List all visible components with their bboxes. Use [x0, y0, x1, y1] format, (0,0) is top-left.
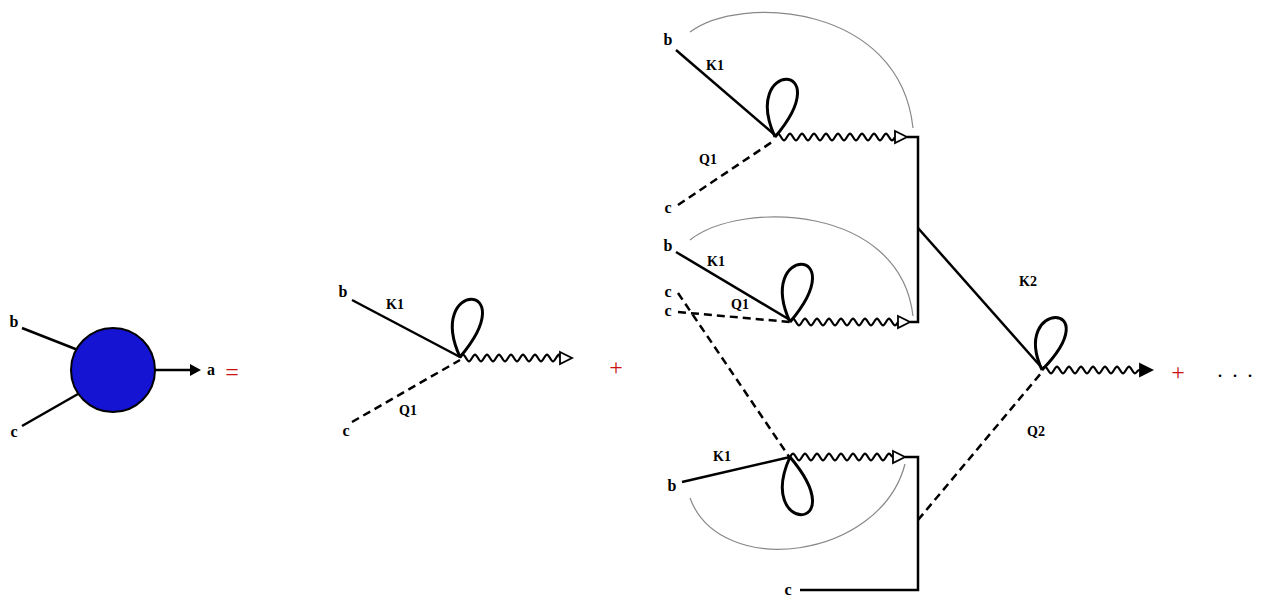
- loop: [782, 264, 812, 322]
- particle-line: [676, 252, 790, 320]
- wavy-line: [1042, 367, 1140, 374]
- particle-label: c: [662, 302, 673, 320]
- particle-line: [682, 457, 790, 482]
- wiggle-lines: [460, 131, 1152, 463]
- particle-label: b: [666, 477, 679, 495]
- dashed-line: [918, 372, 1042, 520]
- arrow-head: [560, 352, 572, 364]
- particle-line: [22, 328, 78, 350]
- particle-label: c: [662, 199, 673, 217]
- particle-line: [352, 300, 460, 357]
- output-line: [155, 369, 190, 372]
- momentum-label: Q2: [1025, 424, 1047, 440]
- operator-sign: +: [1169, 359, 1187, 385]
- dashed-line: [678, 140, 775, 205]
- particle-label: b: [662, 31, 675, 49]
- particle-line: [676, 50, 775, 135]
- momentum-label: K1: [384, 297, 406, 313]
- particle-label: a: [205, 361, 217, 379]
- arrow-head: [895, 131, 907, 143]
- arrow-head: [893, 451, 905, 463]
- wavy-line: [775, 134, 895, 141]
- particle-label: b: [337, 283, 350, 301]
- grey-arc: [690, 12, 913, 128]
- operator-sign: =: [223, 359, 241, 385]
- operator-sign: +: [607, 354, 625, 380]
- momentum-label: Q1: [697, 152, 719, 168]
- vertex-blob: [71, 328, 155, 412]
- particle-label: c: [662, 283, 673, 301]
- arrow-head: [190, 364, 201, 376]
- particle-label: c: [782, 581, 793, 599]
- loop: [782, 457, 812, 515]
- particle-line: [22, 394, 78, 426]
- arrow-head: [898, 316, 910, 328]
- particle-label: b: [8, 313, 21, 331]
- dashed-line: [352, 360, 460, 422]
- ellipsis: . . .: [1215, 358, 1257, 382]
- particle-label: c: [8, 423, 19, 441]
- momentum-label: K1: [705, 254, 727, 270]
- momentum-label: Q1: [397, 403, 419, 419]
- wavy-line: [790, 319, 898, 326]
- dashed-line: [678, 293, 790, 458]
- momentum-label: K1: [711, 449, 733, 465]
- bracket: [800, 457, 918, 590]
- particle-line: [918, 228, 1042, 368]
- arrow-head: [1140, 364, 1152, 376]
- wavy-line: [460, 355, 560, 362]
- loop: [452, 299, 482, 357]
- loop: [767, 79, 797, 137]
- grey-arc: [690, 464, 905, 549]
- wavy-line: [790, 454, 893, 461]
- momentum-label: K2: [1017, 274, 1039, 290]
- particle-label: b: [662, 237, 675, 255]
- grey-arc: [690, 217, 913, 316]
- momentum-label: K1: [704, 58, 726, 74]
- particle-label: c: [340, 422, 351, 440]
- loop: [1035, 318, 1066, 371]
- bracket: [907, 137, 918, 322]
- momentum-label: Q1: [729, 297, 751, 313]
